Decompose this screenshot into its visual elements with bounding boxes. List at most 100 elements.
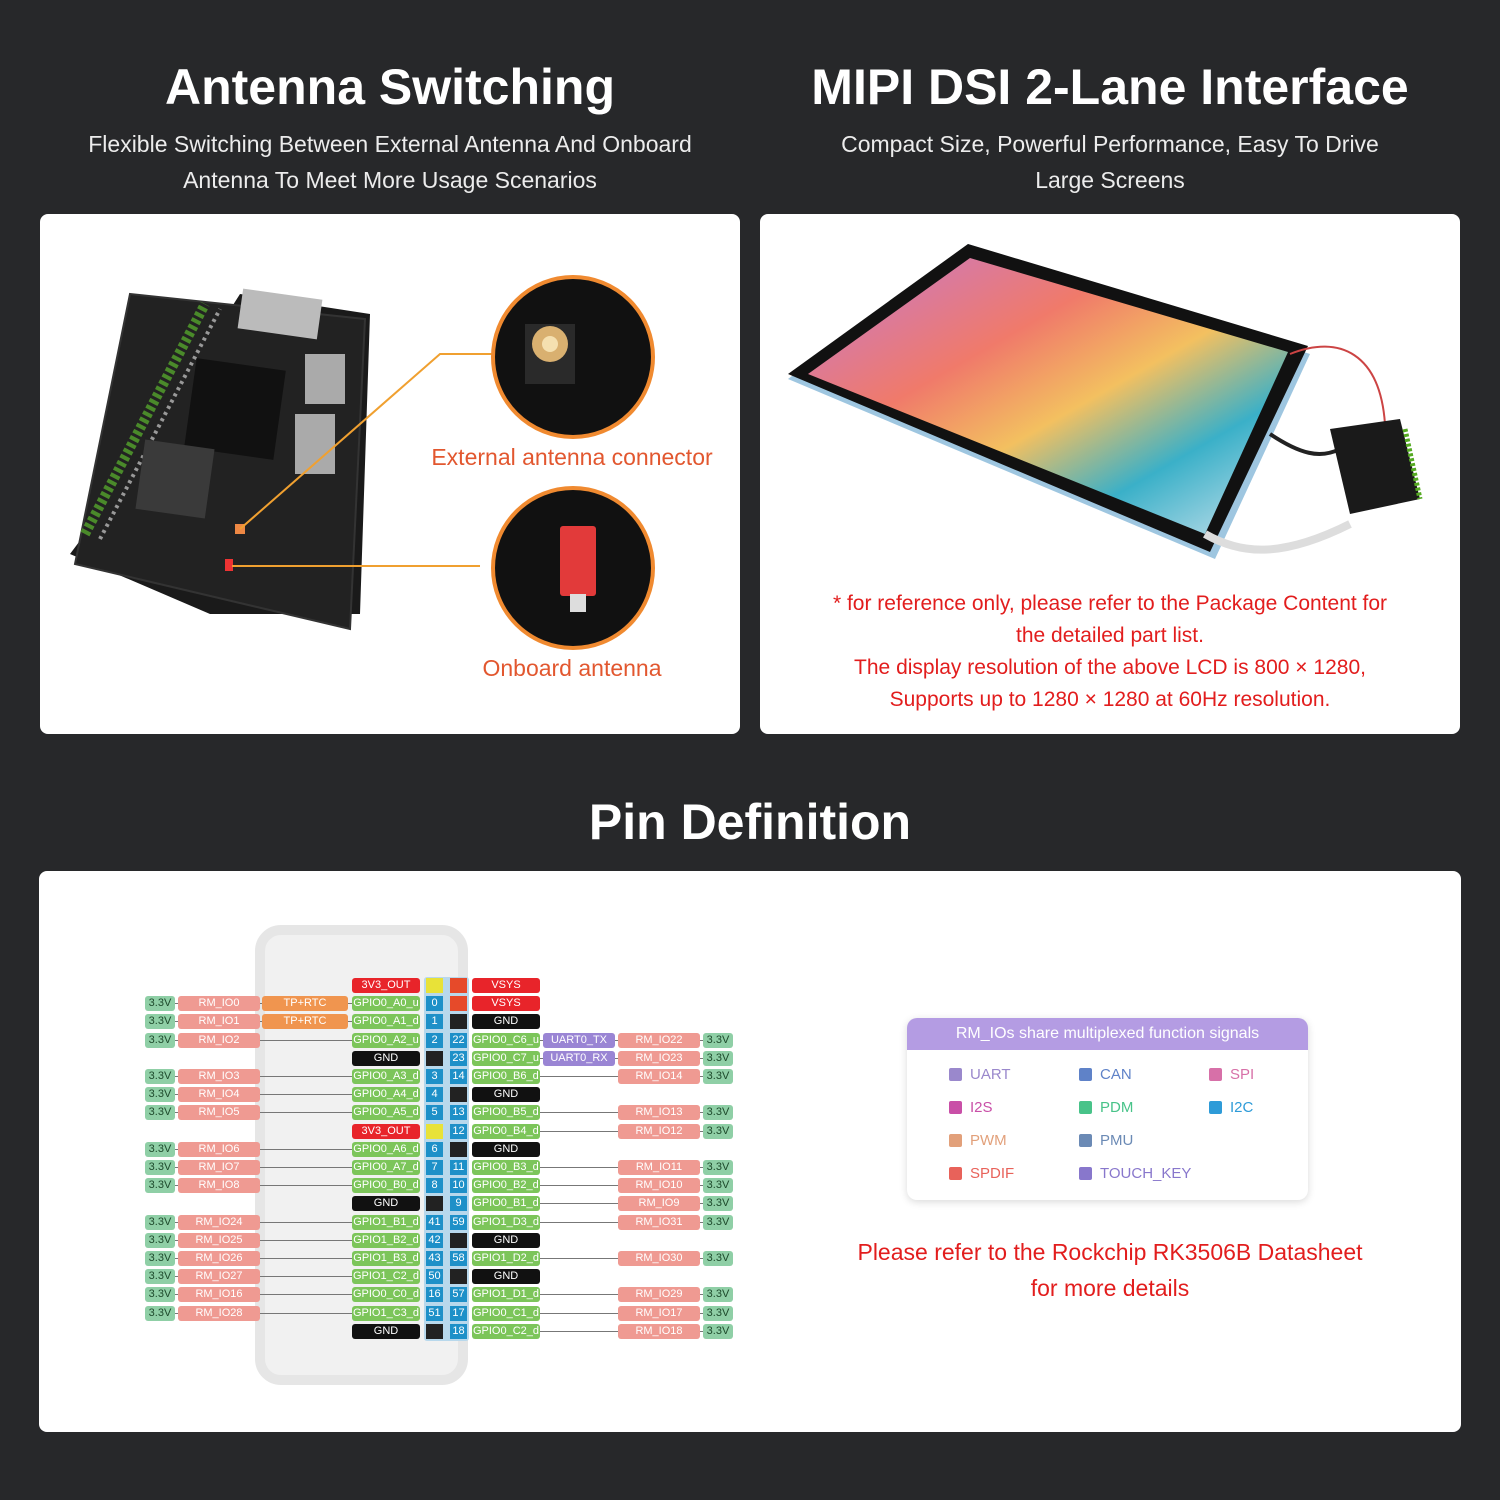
connector-line	[175, 1112, 352, 1114]
datasheet-note-line1: Please refer to the Rockchip RK3506B Dat…	[857, 1239, 1363, 1265]
left-gpio-label: GPIO0_A6_d	[352, 1141, 420, 1157]
datasheet-note-line2: for more details	[1030, 1275, 1190, 1301]
right-gpio-label: GND	[472, 1014, 540, 1030]
mipi-panel: * for reference only, please refer to th…	[760, 214, 1460, 734]
connector-line	[175, 1185, 352, 1187]
legend-swatch-icon	[949, 1167, 962, 1180]
external-antenna-callout: External antenna connector	[431, 444, 713, 470]
legend-swatch-icon	[949, 1068, 962, 1081]
header-pin: 2	[426, 1032, 443, 1048]
left-gpio-label: GPIO0_A0_u	[352, 996, 420, 1012]
right-rm-io-label: RM_IO30	[618, 1251, 700, 1266]
left-rm-io-label: RM_IO27	[178, 1269, 260, 1285]
right-voltage-label: 3.3V	[703, 1323, 733, 1339]
right-gpio-label: GND	[472, 1087, 540, 1103]
connector-line	[175, 1239, 352, 1241]
left-voltage-label: 3.3V	[145, 1160, 175, 1175]
header-pin: 41	[426, 1214, 443, 1230]
board-small	[1330, 419, 1420, 514]
left-gpio-label: GPIO0_A2_u	[352, 1032, 420, 1048]
left-rm-io-label: RM_IO3	[178, 1069, 260, 1084]
left-voltage-label: 3.3V	[145, 1287, 175, 1303]
legend-item: SPDIF	[949, 1165, 1014, 1182]
left-voltage-label: 3.3V	[145, 1178, 175, 1194]
legend-label: TOUCH_KEY	[1100, 1165, 1192, 1182]
legend-item: PDM	[1079, 1099, 1133, 1116]
legend-item: UART	[949, 1066, 1011, 1083]
legend-item: I2C	[1209, 1099, 1253, 1116]
left-rm-io-label: RM_IO4	[178, 1087, 260, 1103]
right-rm-io-label: RM_IO31	[618, 1214, 700, 1230]
left-rm-io-label: RM_IO24	[178, 1214, 260, 1230]
left-voltage-label: 3.3V	[145, 1087, 175, 1103]
header-pin: 42	[426, 1232, 443, 1248]
left-gpio-label: 3V3_OUT	[352, 978, 420, 993]
connector-line	[175, 1221, 352, 1223]
onboard-antenna	[225, 559, 233, 571]
right-rm-io-label: RM_IO17	[618, 1305, 700, 1321]
right-gpio-label: GPIO0_B5_d	[472, 1105, 540, 1121]
left-gpio-label: 3V3_OUT	[352, 1123, 420, 1139]
antenna-subtitle-line1: Flexible Switching Between External Ante…	[88, 131, 692, 157]
left-gpio-label: GPIO0_A1_d	[352, 1014, 420, 1030]
header-pin: 10	[450, 1178, 467, 1194]
right-voltage-label: 3.3V	[703, 1287, 733, 1303]
left-gpio-label: GPIO0_A5_d	[352, 1105, 420, 1121]
left-gpio-label: GPIO0_A4_d	[352, 1087, 420, 1103]
header-pin: 43	[426, 1251, 443, 1266]
legend-swatch-icon	[1209, 1101, 1222, 1114]
antenna-subtitle: Flexible Switching Between External Ante…	[0, 126, 780, 198]
function-legend: RM_IOs share multiplexed function signal…	[907, 1018, 1308, 1200]
header-pin: 17	[450, 1305, 467, 1321]
connector-line	[175, 1167, 352, 1168]
left-rm-io-label: RM_IO8	[178, 1178, 260, 1194]
right-rm-io-label: RM_IO22	[618, 1032, 700, 1048]
header-pin: 1	[426, 1014, 443, 1030]
header-pin: 12	[450, 1123, 467, 1139]
legend-label: UART	[970, 1066, 1011, 1083]
header-pin	[426, 1323, 443, 1339]
right-gpio-label: VSYS	[472, 996, 540, 1012]
mipi-subtitle-line1: Compact Size, Powerful Performance, Easy…	[841, 131, 1379, 157]
header-pin	[426, 1196, 443, 1212]
right-rm-io-label: RM_IO11	[618, 1160, 700, 1175]
left-rm-io-label: RM_IO2	[178, 1032, 260, 1048]
header-pin: 58	[450, 1251, 467, 1266]
connector-line	[175, 1094, 352, 1096]
right-function-label: UART0_TX	[543, 1032, 615, 1048]
right-gpio-label: GPIO0_B6_d	[472, 1069, 540, 1084]
antenna-subtitle-line2: Antenna To Meet More Usage Scenarios	[183, 167, 597, 193]
legend-label: PMU	[1100, 1132, 1134, 1149]
header-pin: 7	[426, 1160, 443, 1175]
legend-item: I2S	[949, 1099, 993, 1116]
left-rm-io-label: RM_IO7	[178, 1160, 260, 1175]
header-pin: 51	[426, 1305, 443, 1321]
right-gpio-label: VSYS	[472, 978, 540, 993]
left-rm-io-label: RM_IO5	[178, 1105, 260, 1121]
left-rm-io-label: RM_IO26	[178, 1251, 260, 1266]
header-pin: 4	[426, 1087, 443, 1103]
legend-label: I2C	[1230, 1099, 1254, 1116]
mipi-note-line4: Supports up to 1280 × 1280 at 60Hz resol…	[889, 688, 1331, 711]
right-rm-io-label: RM_IO13	[618, 1105, 700, 1121]
pin-definition-title: Pin Definition	[588, 794, 912, 850]
left-gpio-label: GND	[352, 1050, 420, 1066]
left-voltage-label: 3.3V	[145, 1014, 175, 1030]
header-pin	[450, 1269, 467, 1285]
left-rm-io-label: RM_IO1	[178, 1014, 260, 1030]
lcd-illustration	[788, 244, 1423, 559]
right-gpio-label: GPIO0_B4_d	[472, 1123, 540, 1139]
gpio-header-pins	[80, 301, 222, 540]
mipi-title: MIPI DSI 2-Lane Interface	[811, 59, 1409, 115]
right-gpio-label: GND	[472, 1141, 540, 1157]
legend-item: PMU	[1079, 1132, 1133, 1149]
right-gpio-label: GPIO1_D1_d	[472, 1287, 540, 1303]
connector-line	[175, 1148, 352, 1150]
left-rm-io-label: RM_IO0	[178, 996, 260, 1012]
external-antenna-zoom-circle	[491, 275, 655, 439]
right-rm-io-label: RM_IO18	[618, 1323, 700, 1339]
legend-swatch-icon	[1079, 1101, 1092, 1114]
right-voltage-label: 3.3V	[703, 1251, 733, 1266]
left-gpio-label: GPIO0_A3_d	[352, 1069, 420, 1084]
left-rm-io-label: RM_IO16	[178, 1287, 260, 1303]
